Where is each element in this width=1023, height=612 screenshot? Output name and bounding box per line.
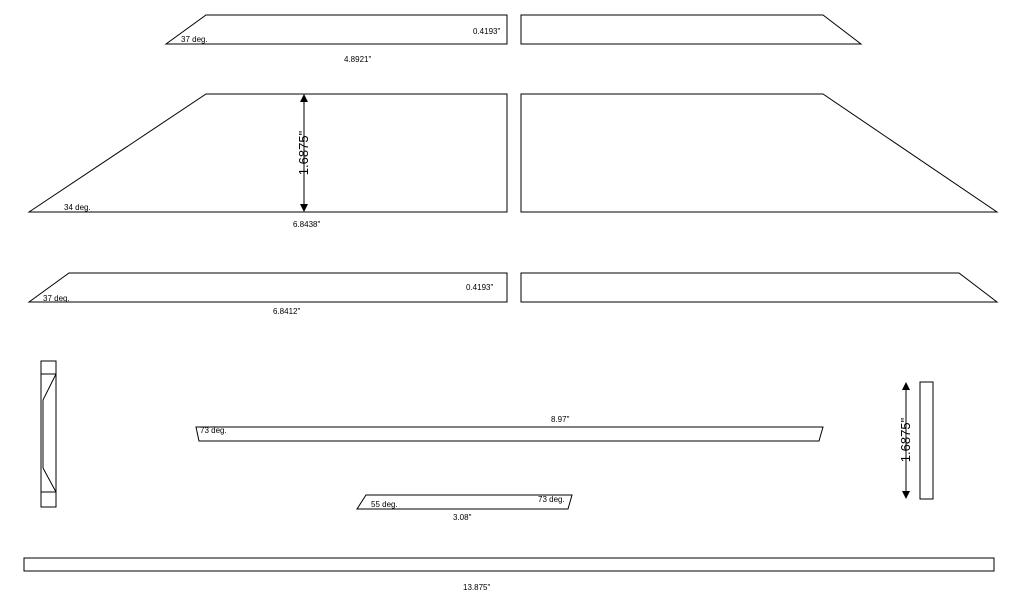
small-angle-right-label: 73 deg. [538,495,565,504]
top-length-label: 4.8921" [344,55,371,64]
base-length-label: 13.875" [463,583,490,592]
base-piece [23,557,995,572]
mid-right-piece [520,272,999,303]
right-side-piece [919,381,934,500]
big-height-label: 1.6875" [296,130,311,175]
big-right-piece [520,93,999,213]
big-length-label: 6.8438" [293,220,320,229]
top-right-piece [520,14,863,45]
small-angle-left-label: 55 deg. [371,500,398,509]
mid-length-label: 6.8412" [273,307,300,316]
top-angle-label: 37 deg. [181,35,208,44]
top-height-label: 0.4193" [473,27,500,36]
mid-height-label: 0.4193" [466,283,493,292]
mid-left-piece [27,272,508,303]
long-length-label: 8.97" [551,415,570,424]
big-angle-label: 34 deg. [64,203,91,212]
small-length-label: 3.08" [453,513,472,522]
long-strip-piece [195,426,824,442]
small-strip-piece [356,494,573,510]
side-height-label: 1.6875" [898,417,913,462]
left-side-piece [40,360,57,508]
long-angle-label: 73 deg. [200,426,227,435]
top-left-piece [164,14,508,45]
big-left-piece [27,93,508,213]
mid-angle-label: 37 deg. [43,294,70,303]
